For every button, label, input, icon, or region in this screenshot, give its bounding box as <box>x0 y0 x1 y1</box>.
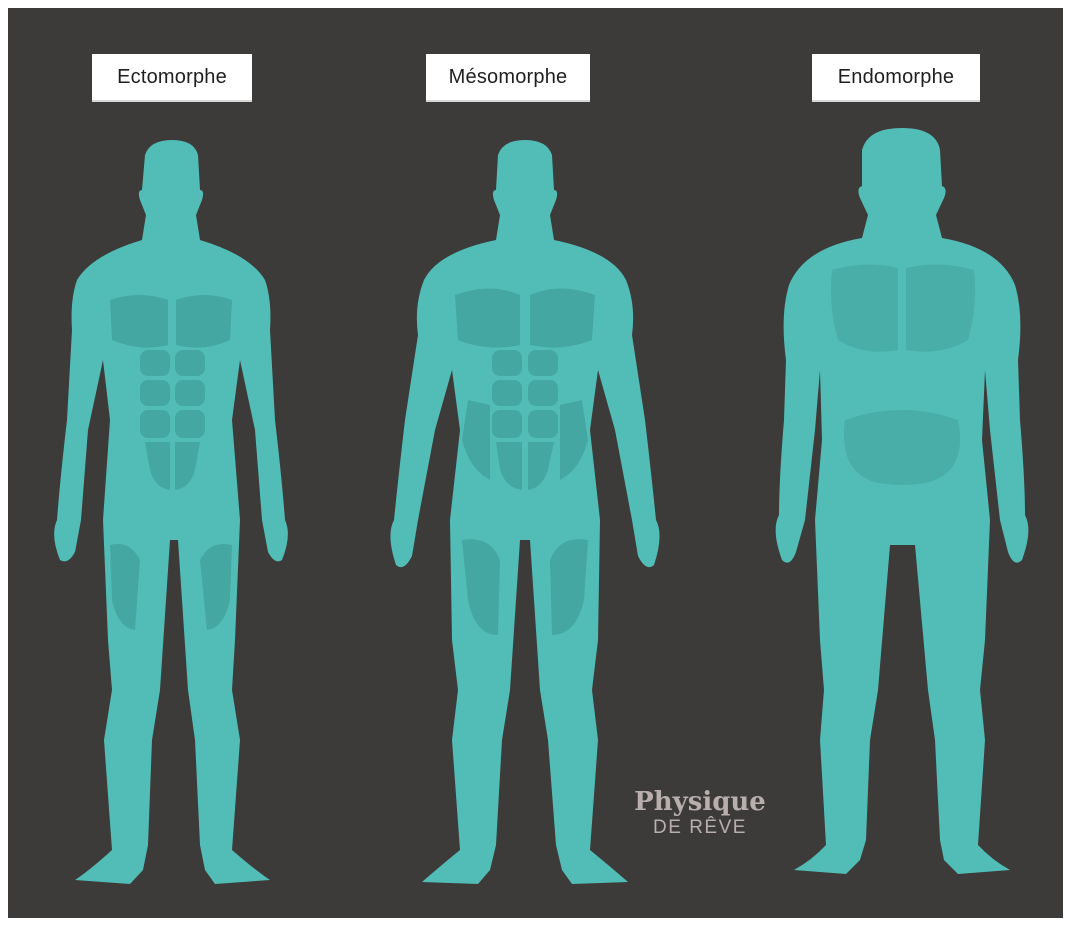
physique-de-reve-logo: Physique DE RÊVE <box>630 788 770 840</box>
logo-line1: Physique <box>630 788 770 816</box>
logo-line2: DE RÊVE <box>630 816 770 840</box>
